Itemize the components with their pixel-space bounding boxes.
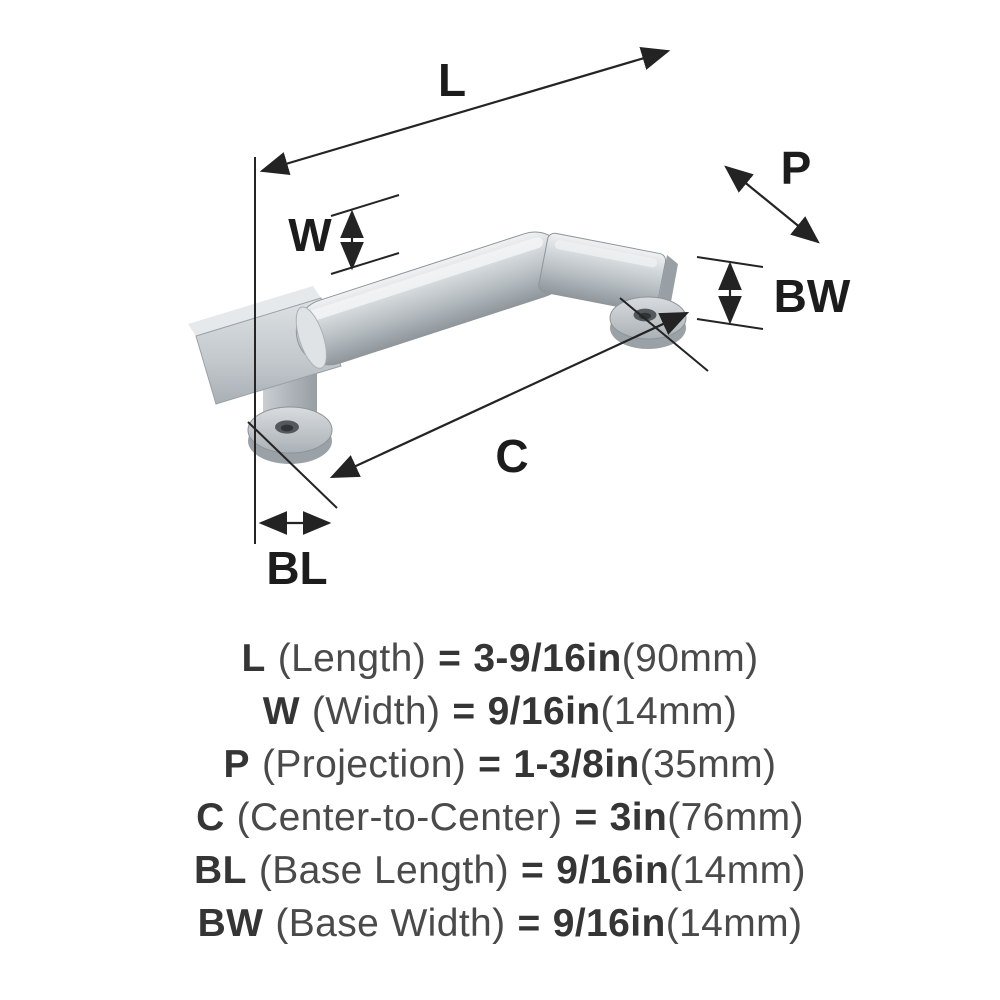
legend-value: 9/16in xyxy=(552,902,666,945)
dimension-annotations: L W P BW C BL xyxy=(247,47,851,594)
right-arm-highlight xyxy=(554,240,658,268)
legend-metric: (35mm) xyxy=(639,743,777,786)
dim-label-length: L xyxy=(438,54,466,106)
legend-equals: = xyxy=(478,743,502,786)
ext-line-left-base xyxy=(247,421,338,509)
right-arm xyxy=(538,232,667,314)
legend-metric: (76mm) xyxy=(667,796,804,839)
bar-end-cap xyxy=(295,306,327,369)
dim-label-width: W xyxy=(288,209,332,261)
legend-name: (Length) xyxy=(277,637,427,680)
ext-line-width-bottom xyxy=(330,252,400,275)
legend-name: (Base Width) xyxy=(275,902,506,945)
dim-label-basewidth: BW xyxy=(774,270,851,322)
legend-symbol: L xyxy=(241,637,266,680)
legend-symbol: P xyxy=(223,743,250,786)
dim-label-baselength: BL xyxy=(266,542,327,594)
legend-symbol: C xyxy=(196,796,225,839)
screw-hole-left-inner xyxy=(280,424,294,432)
legend-row-base-width: BW (Base Width) = 9/16in (14mm) xyxy=(0,897,1000,950)
legend-value: 9/16in xyxy=(487,690,601,733)
legend-row-center-to-center: C (Center-to-Center) = 3in (76mm) xyxy=(0,791,1000,844)
legend-value: 1-3/8in xyxy=(513,743,640,786)
legend-equals: = xyxy=(521,849,545,892)
legend-equals: = xyxy=(438,637,462,680)
legend-value: 9/16in xyxy=(556,849,670,892)
legend-equals: = xyxy=(452,690,476,733)
pull-handle-diagram: L W P BW C BL xyxy=(188,47,851,594)
legend-name: (Base Length) xyxy=(258,849,510,892)
legend-row-length: L (Length) = 3-9/16in (90mm) xyxy=(0,632,1000,685)
legend-metric: (14mm) xyxy=(665,902,803,945)
legend-value: 3-9/16in xyxy=(473,637,622,680)
legend-name: (Width) xyxy=(311,690,441,733)
legend-value: 3in xyxy=(609,796,668,839)
legend-metric: (14mm) xyxy=(669,849,806,892)
bar-highlight xyxy=(306,237,544,322)
legend-metric: (90mm) xyxy=(621,637,759,680)
dim-label-projection: P xyxy=(781,142,812,194)
dim-line-center-to-center xyxy=(329,312,690,478)
legend-name: (Center-to-Center) xyxy=(236,796,563,839)
legend-symbol: BW xyxy=(197,902,264,945)
dimension-legend: L (Length) = 3-9/16in (90mm) W (Width) =… xyxy=(0,632,1000,950)
legend-symbol: BL xyxy=(194,849,247,892)
legend-row-projection: P (Projection) = 1-3/8in (35mm) xyxy=(0,738,1000,791)
legend-equals: = xyxy=(574,796,598,839)
legend-symbol: W xyxy=(262,690,300,733)
legend-metric: (14mm) xyxy=(600,690,738,733)
legend-equals: = xyxy=(517,902,541,945)
legend-row-width: W (Width) = 9/16in (14mm) xyxy=(0,685,1000,738)
legend-row-base-length: BL (Base Length) = 9/16in (14mm) xyxy=(0,844,1000,897)
dim-line-length xyxy=(259,47,671,175)
legend-name: (Projection) xyxy=(261,743,467,786)
dim-label-center-to-center: C xyxy=(495,430,528,482)
ext-line-width-top xyxy=(330,194,400,217)
dim-line-projection xyxy=(724,165,820,244)
